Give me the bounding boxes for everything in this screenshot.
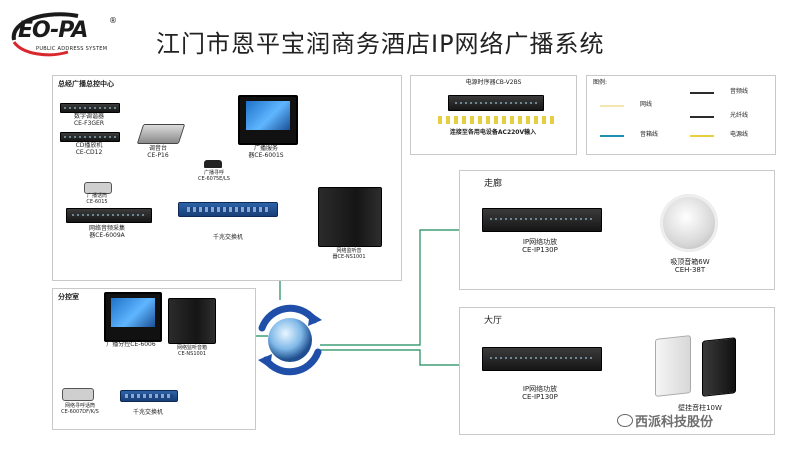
wechat-icon	[617, 414, 633, 427]
paging-station-small-label: 广播寻呼 CE-6075E/LS	[198, 170, 230, 182]
paging-station-label: 广播话筒 CE-6015	[86, 193, 108, 205]
watermark: 西派科技股份	[617, 410, 787, 430]
legend-label-network: 网线	[640, 101, 653, 108]
page-title: 江门市恩平宝润商务酒店IP网络广播系统	[156, 30, 605, 58]
paging-station-device	[84, 182, 112, 194]
hall-amp-device	[482, 347, 602, 371]
legend-line-fiber	[690, 116, 714, 118]
logo-swoosh-icon	[11, 12, 79, 57]
control-monitor-speaker-device	[318, 187, 382, 247]
cd-player-label: CD播放机 CE-CD12	[75, 142, 103, 156]
legend-label-fiber: 光纤线	[730, 112, 749, 119]
network-adapter-device	[66, 208, 152, 223]
legend-line-speaker	[600, 135, 624, 137]
paging-station-small-device	[204, 160, 222, 168]
digital-tuner-label: 数字调谐器 CE-F3GER	[73, 113, 105, 127]
sub-control-title: 分控室	[58, 293, 79, 301]
hall-amp-label: IP网络功放 CE-IP130P	[522, 385, 558, 402]
power-outlets	[438, 116, 554, 124]
corridor-title: 走廊	[484, 179, 503, 189]
sub-paging-mic-label: 网络寻呼话筒 CE-6007DF/K/S	[61, 403, 99, 415]
legend-line-power	[690, 135, 714, 137]
mixer-label: 调音台 CE-P16	[147, 145, 169, 159]
sub-station-label: 广播分控CE-6006	[106, 341, 156, 348]
digital-tuner-device	[60, 103, 120, 113]
sub-station-device	[104, 292, 162, 342]
network-globe-icon	[258, 304, 322, 376]
legend-label-power: 电源线	[730, 131, 749, 138]
cd-player-device	[60, 132, 120, 142]
legend-line-audio	[690, 92, 714, 94]
logo: EO-PA ® PUBLIC ADDRESS SYSTEM	[8, 8, 126, 60]
ceiling-speaker-icon	[660, 194, 718, 252]
control-monitor-speaker-label: 网络监听音 器CE-NS1001	[332, 248, 366, 260]
hall-title: 大厅	[484, 316, 503, 326]
sub-paging-mic-device	[62, 388, 94, 401]
power-timer-caption: 连接至各用电设备AC220V输入	[449, 129, 537, 136]
wall-speaker-black-icon	[702, 337, 736, 397]
logo-text: EO-PA	[18, 18, 88, 43]
corridor-amp-device	[482, 208, 602, 232]
logo-tagline: PUBLIC ADDRESS SYSTEM	[36, 46, 108, 52]
power-timer-panel: 电源时序器CB-V2BS	[410, 75, 577, 155]
control-switch-device	[178, 202, 278, 217]
corridor-amp-label: IP网络功放 CE-IP130P	[522, 238, 558, 255]
sub-monitor-speaker-device	[168, 298, 216, 344]
watermark-text: 西派科技股份	[635, 415, 714, 430]
sub-switch-device	[120, 390, 178, 402]
legend-label-audio: 音频线	[730, 88, 749, 95]
broadcast-server-label: 广播服务 器CE-6001S	[248, 145, 284, 159]
sub-switch-label: 千兆交换机	[132, 409, 163, 416]
hall-speaker-label: 壁挂音柱10W	[678, 404, 722, 412]
legend-panel: 图例:	[586, 75, 776, 155]
power-timer-title: 电源时序器CB-V2BS	[465, 79, 522, 86]
corridor-speaker-label: 吸顶音箱6W CEH-38T	[670, 258, 710, 275]
logo-registered-mark: ®	[109, 16, 117, 25]
network-adapter-label: 网络音频采集 器CE-6009A	[88, 225, 125, 239]
broadcast-server-device	[238, 95, 298, 145]
sub-monitor-speaker-label: 网络监听音箱 CE-NS1001	[176, 345, 207, 357]
legend-line-network	[600, 105, 624, 107]
power-timer-device	[448, 95, 544, 111]
control-center-title: 总经广播总控中心	[58, 80, 114, 88]
mixer-device	[136, 124, 186, 144]
legend-label-speaker: 音箱线	[640, 131, 659, 138]
legend-title: 图例:	[593, 79, 608, 86]
control-switch-label: 千兆交换机	[212, 234, 243, 241]
wall-speaker-white-icon	[655, 335, 691, 397]
